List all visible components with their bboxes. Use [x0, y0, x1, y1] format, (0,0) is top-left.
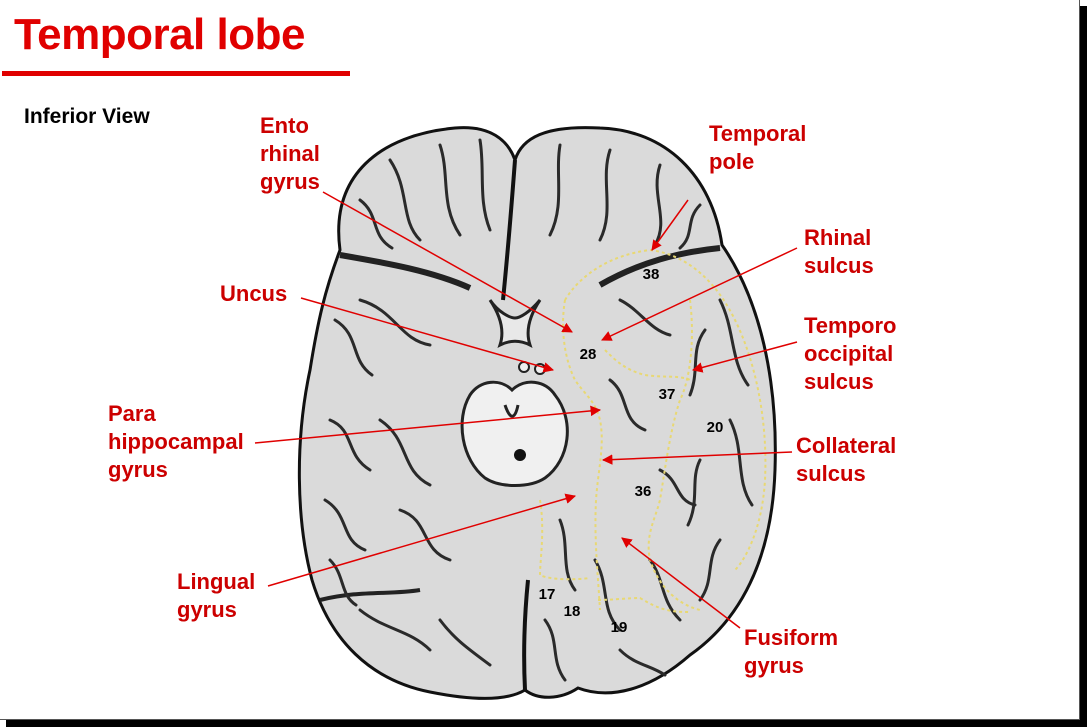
entorhinal-pointer [322, 191, 573, 333]
area-20-label: 20 [707, 419, 724, 436]
uncus-label: Uncus [220, 281, 288, 306]
collateral-sulcus-pointer [601, 451, 793, 465]
area-38-label: 38 [643, 266, 660, 283]
uncus-pointer [300, 297, 555, 373]
area-28-label: 28 [580, 346, 597, 363]
area-36-label: 36 [635, 483, 652, 500]
slide-title: Temporal lobe [14, 10, 305, 59]
lingual-pointer [267, 493, 577, 587]
slide-shadow [1080, 6, 1087, 727]
temporal-pole-pointer [651, 199, 689, 251]
fusiform-pointer [621, 537, 741, 629]
area-19-label: 19 [611, 619, 628, 636]
temporooccipital-sulcus-pointer [691, 341, 798, 373]
pointer-lines [254, 191, 798, 629]
parahippocampal-pointer [254, 405, 602, 444]
brodmann-area-labels: 38 28 37 20 36 17 18 19 [539, 266, 724, 636]
rhinal-sulcus-pointer [601, 247, 798, 341]
title-underline [2, 71, 350, 76]
area-17-label: 17 [539, 586, 556, 603]
temporal-lobe-outline [538, 248, 767, 613]
area-37-label: 37 [659, 386, 676, 403]
slide-shadow [6, 720, 1087, 727]
area-18-label: 18 [564, 603, 581, 620]
brain-image [297, 126, 777, 700]
view-label: Inferior View [24, 105, 150, 128]
